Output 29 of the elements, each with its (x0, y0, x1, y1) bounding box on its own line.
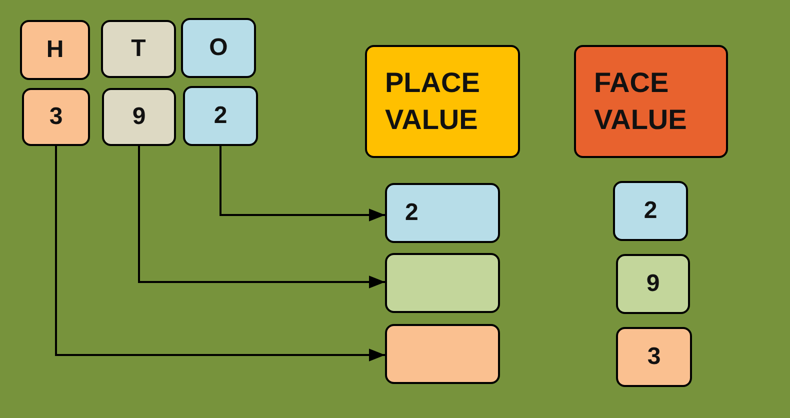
digit-card (385, 183, 500, 243)
heading-text: PLACE VALUE (385, 66, 481, 136)
digit-label: 3 (49, 102, 63, 132)
digit-label: H (46, 35, 64, 66)
digit-card (183, 86, 258, 146)
digit-label: T (131, 34, 146, 64)
digit-card (20, 20, 90, 80)
digit-label: O (209, 33, 228, 64)
digit-card (613, 181, 688, 241)
heading-text: FACE VALUE (594, 66, 688, 136)
digit-card (616, 327, 692, 387)
digit-label: 2 (644, 196, 658, 226)
arrow (138, 146, 385, 288)
digit-label: 2 (214, 101, 228, 132)
arrow (55, 146, 385, 362)
digit-label: 9 (132, 102, 146, 132)
digit-label: 9 (646, 269, 660, 300)
digit-card (616, 254, 690, 314)
heading-card (574, 45, 728, 158)
digit-card (181, 18, 256, 78)
empty-card (385, 324, 500, 384)
heading-card (365, 45, 520, 158)
empty-card (385, 253, 500, 313)
digit-card (22, 88, 90, 146)
arrow (220, 146, 385, 222)
digit-label: 3 (647, 342, 661, 372)
digit-card (101, 20, 176, 78)
digit-card (102, 88, 176, 146)
digit-label: 2 (405, 198, 418, 228)
